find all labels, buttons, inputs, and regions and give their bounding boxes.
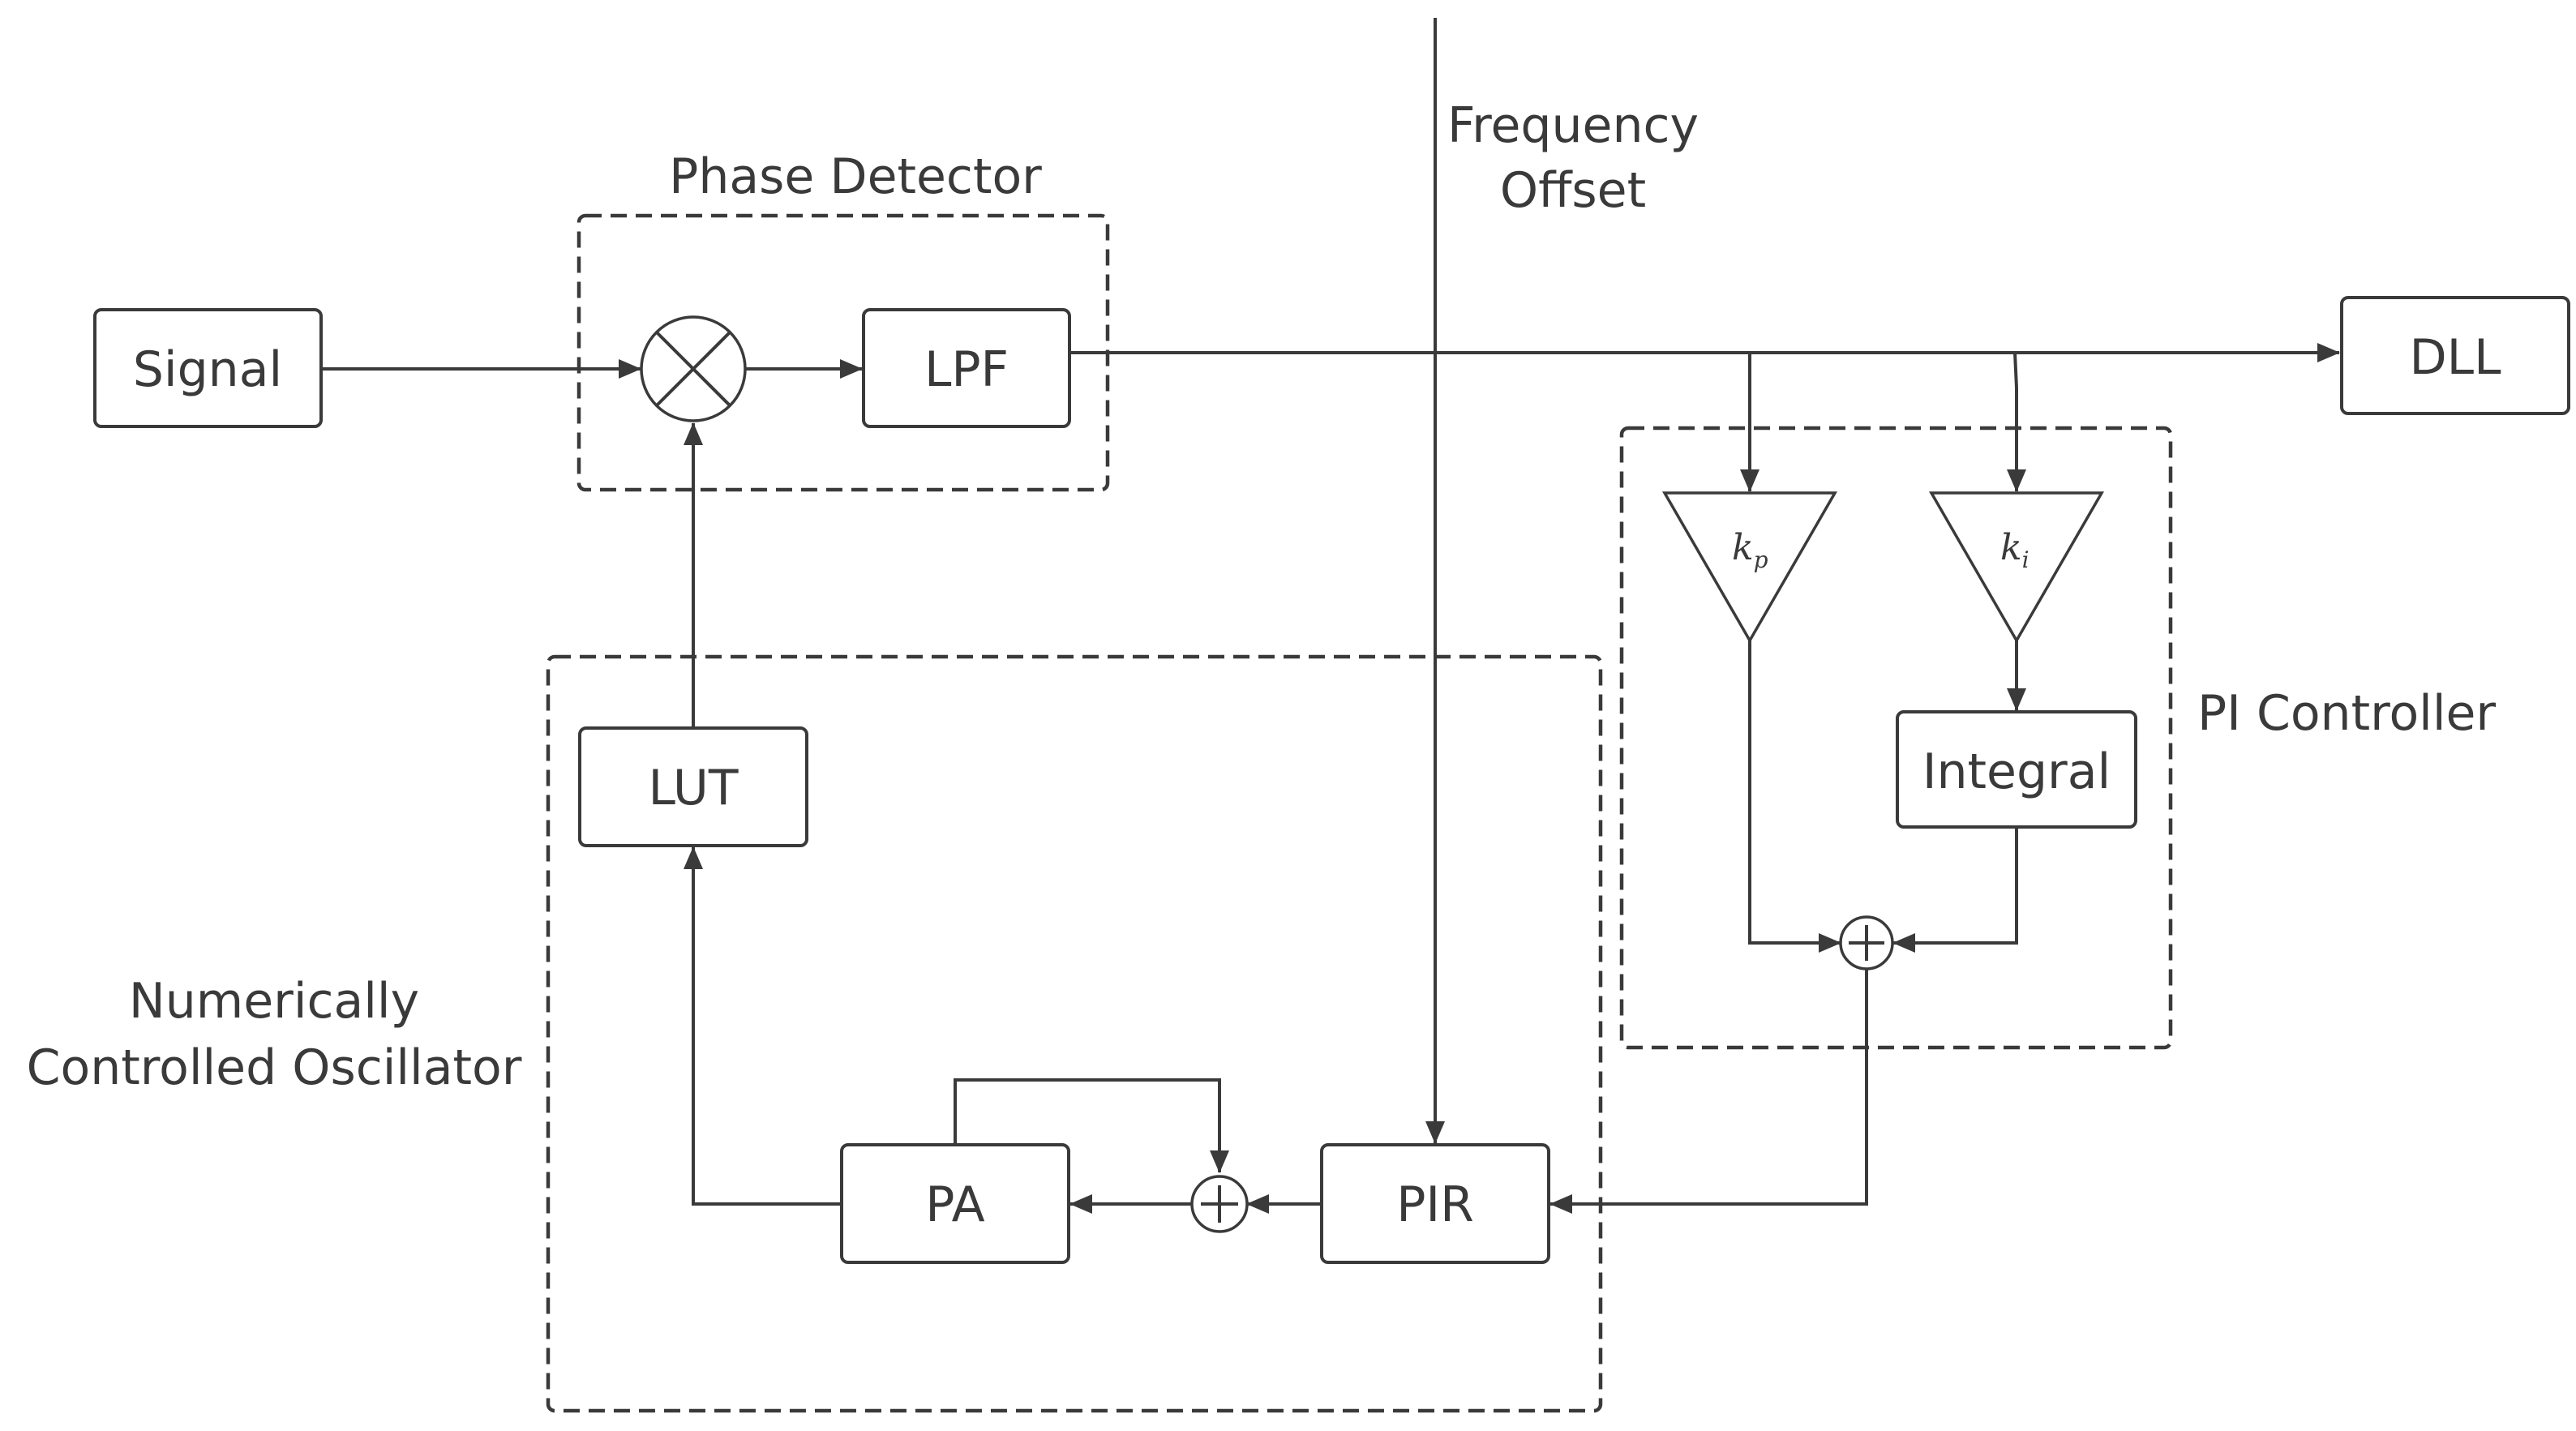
pir-block: PIR <box>1320 1143 1550 1264</box>
svg-text:LPF: LPF <box>924 341 1009 398</box>
svg-text:DLL: DLL <box>2409 329 2501 386</box>
pa-to-lut-line <box>684 846 842 1206</box>
svg-text:kp: kp <box>1732 527 1768 573</box>
pa-block: PA <box>840 1143 1070 1264</box>
integral-block: Integral <box>1896 710 2137 829</box>
integral-to-sum-line <box>1892 827 2018 953</box>
mixer-icon <box>640 315 747 422</box>
svg-text:ki: ki <box>2000 527 2030 573</box>
sum-to-pir-line <box>1549 969 1868 1214</box>
svg-text:PA: PA <box>925 1176 984 1233</box>
pa-feedback-line <box>954 1078 1229 1173</box>
to-ki-line <box>2007 352 2026 492</box>
ki-gain-icon: ki <box>1928 491 2105 644</box>
svg-text:PIR: PIR <box>1396 1176 1474 1233</box>
signal-block: Signal <box>93 308 323 428</box>
dll-block: DLL <box>2340 296 2570 415</box>
phase-detector-label: Phase Detector <box>669 148 1042 205</box>
frequency-offset-label-line2: Offset <box>1500 162 1646 219</box>
pi-sum-junction-icon <box>1839 915 1894 970</box>
kp-gain-icon: kp <box>1661 491 1838 644</box>
svg-text:Integral: Integral <box>1922 743 2111 800</box>
nco-label-line1: Numerically <box>129 973 419 1030</box>
svg-text:Signal: Signal <box>133 341 282 398</box>
lpf-block: LPF <box>862 308 1071 428</box>
nco-group <box>546 654 1603 1413</box>
pi-controller-label: PI Controller <box>2197 685 2496 742</box>
svg-text:LUT: LUT <box>648 760 738 816</box>
kp-to-sum-line <box>1748 641 1841 953</box>
frequency-offset-label-line1: Frequency <box>1447 97 1699 154</box>
nco-adder-junction-icon <box>1190 1175 1249 1233</box>
nco-label-line2: Controlled Oscillator <box>27 1039 522 1096</box>
pi-controller-group <box>1619 426 2173 1050</box>
lut-block: LUT <box>578 726 808 847</box>
